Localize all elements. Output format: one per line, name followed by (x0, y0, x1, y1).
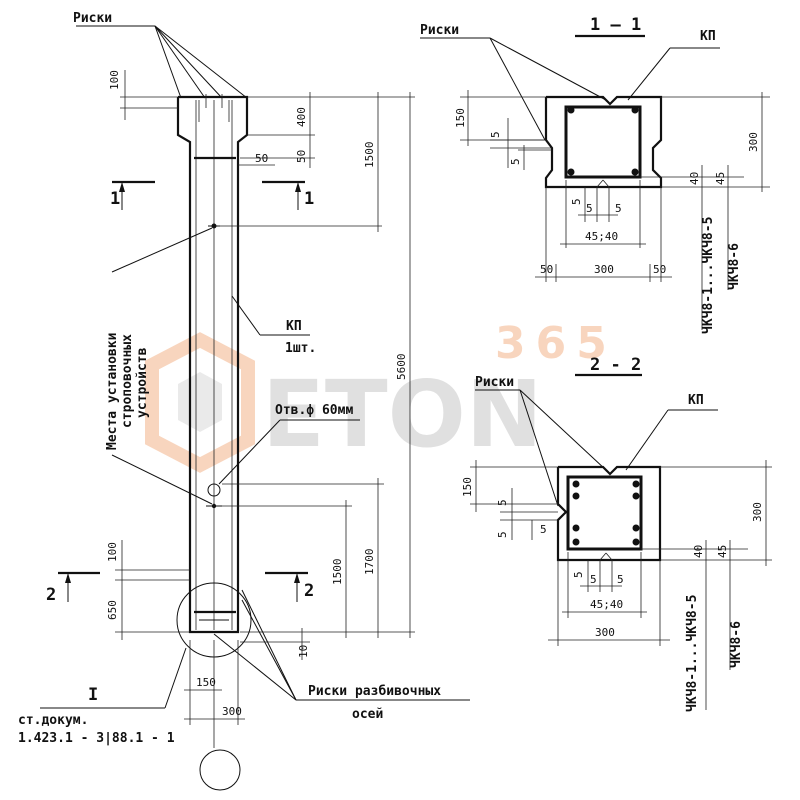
elev-dim-650: 650 (106, 600, 119, 620)
elev-dim-1500-bottom: 1500 (331, 559, 344, 586)
elev-dim-300: 300 (222, 705, 242, 718)
elev-dim-10: 10 (297, 645, 310, 658)
s1-dim-150: 150 (454, 108, 467, 128)
section-1-1: 1 — 1 Риски КП 150 5 5 (420, 15, 770, 334)
s1-dim-300-w: 300 (594, 263, 614, 276)
elev-node-label: I (88, 685, 98, 705)
s1-dim-45: 45 (714, 172, 727, 185)
s2-dim-5b: 5 (496, 531, 509, 538)
s2-frame-range: ЧКЧ8-1...ЧКЧ8-5 (685, 595, 700, 712)
s1-dim-5a: 5 (489, 131, 502, 138)
elev-dim-50-lower: 50 (295, 150, 308, 163)
watermark-number: 365 (495, 318, 617, 369)
s2-dim-5-bot-c: 5 (617, 573, 624, 586)
elev-dim-50-right: 50 (255, 152, 268, 165)
elev-dim-1500-top: 1500 (363, 142, 376, 169)
elev-riski-label: Риски (73, 11, 112, 26)
s2-dim-5-bot-b: 5 (590, 573, 597, 586)
s2-kp-label: КП (688, 393, 704, 408)
s1-dim-5-bot-c: 5 (615, 202, 622, 215)
elev-axes-line2: осей (352, 707, 383, 722)
s1-title: 1 — 1 (590, 15, 641, 35)
s1-dim-5b: 5 (509, 158, 522, 165)
s1-dim-40: 40 (688, 172, 701, 185)
s1-dim-300-h: 300 (747, 132, 760, 152)
elev-mounting-line1: Места установки (105, 333, 120, 450)
s1-dim-5-bot-a: 5 (570, 198, 583, 205)
s1-dim-5-bot-b: 5 (586, 202, 593, 215)
section-2-2: 2 - 2 Риски КП 150 5 5 5 (461, 355, 772, 712)
s2-dim-40: 40 (692, 545, 705, 558)
elev-kp-qty: 1шт. (285, 341, 316, 356)
elev-section-1-left: 1 (110, 189, 120, 209)
s1-frame-6: ЧКЧ8-6 (727, 243, 742, 290)
s1-kp-label: КП (700, 29, 716, 44)
s2-dim-300-h: 300 (751, 502, 764, 522)
elev-ref-line1: ст.докум. (18, 713, 88, 728)
s1-dim-50-left: 50 (540, 263, 553, 276)
elev-kp-label: КП (286, 319, 302, 334)
s1-riski-label: Риски (420, 23, 459, 38)
s2-dim-300-w: 300 (595, 626, 615, 639)
s2-dim-150: 150 (461, 477, 474, 497)
s2-dim-5a: 5 (496, 499, 509, 506)
elev-dim-100-top: 100 (108, 70, 121, 90)
axis-marker-circle (199, 749, 241, 791)
elev-dim-5600: 5600 (395, 354, 408, 381)
elev-section-2-left: 2 (46, 585, 56, 605)
elev-section-2-right: 2 (304, 581, 314, 601)
elev-hole-label: Отв.ф 60мм (275, 403, 353, 418)
s2-title: 2 - 2 (590, 355, 641, 375)
elev-dim-150: 150 (196, 676, 216, 689)
elev-section-1-right: 1 (304, 189, 314, 209)
column-elevation: Риски 100 400 50 50 1500 5600 1 1 (18, 11, 470, 791)
elev-ref-line2: 1.423.1 - 3|88.1 - 1 (18, 731, 175, 746)
s2-dim-5-bot-a: 5 (572, 571, 585, 578)
elev-mounting-line3: устройств (135, 347, 150, 418)
s1-frame-range: ЧКЧ8-1...ЧКЧ8-5 (701, 217, 716, 334)
elev-dim-1700: 1700 (363, 549, 376, 576)
watermark: 365 ETON (145, 318, 617, 473)
s2-dim-5c: 5 (540, 523, 547, 536)
elev-mounting-line2: строповочных (120, 334, 135, 428)
watermark-word: ETON (262, 361, 543, 468)
watermark-logo-icon (145, 332, 255, 473)
elev-axes-line1: Риски разбивочных (308, 684, 441, 699)
s2-dim-45-40: 45;40 (590, 598, 623, 611)
elev-dim-400: 400 (295, 107, 308, 127)
s2-dim-45: 45 (716, 545, 729, 558)
s1-dim-45-40: 45;40 (585, 230, 618, 243)
elev-dim-100-bottom: 100 (106, 542, 119, 562)
s1-dim-50-right: 50 (653, 263, 666, 276)
s2-riski-label: Риски (475, 375, 514, 390)
s2-frame-6: ЧКЧ8-6 (729, 621, 744, 668)
